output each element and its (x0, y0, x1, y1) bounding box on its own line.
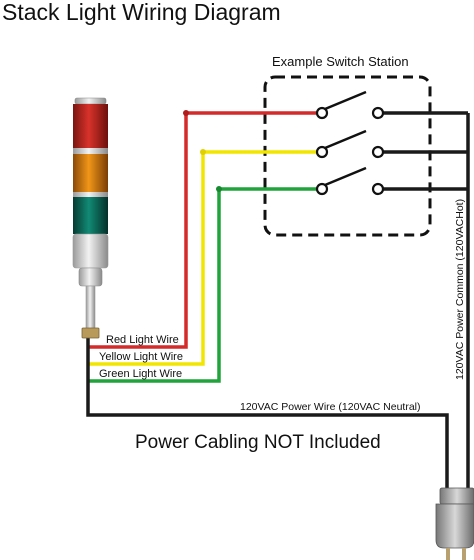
stack-light-cap (74, 97, 107, 105)
plug-collar (439, 487, 474, 505)
green-wire-label: Green Light Wire (99, 368, 182, 380)
red-lens (73, 104, 108, 148)
switch-2 (315, 129, 385, 159)
green-wire (88, 187, 318, 383)
stack-light-base (72, 233, 109, 269)
switch-station-box (263, 75, 432, 237)
yellow-wire-label: Yellow Light Wire (99, 351, 183, 363)
green-lens (73, 197, 108, 234)
red-wire-label: Red Light Wire (106, 334, 179, 346)
power-plug (435, 487, 474, 560)
power-cabling-note: Power Cabling NOT Included (135, 432, 381, 453)
red-wire (88, 111, 318, 349)
lens-divider (73, 148, 108, 154)
yellow-wire (88, 150, 318, 366)
switch-3 (315, 166, 385, 196)
yellow-wire-bend (200, 149, 206, 155)
stack-light (72, 97, 109, 339)
switch-station-label: Example Switch Station (272, 54, 409, 69)
green-wire-bend (216, 186, 222, 192)
plug-body (435, 503, 474, 549)
stack-light-pole (85, 285, 96, 332)
cable-gland (81, 327, 100, 339)
neutral-wire (86, 338, 470, 490)
page-title: Stack Light Wiring Diagram (2, 0, 281, 25)
amber-lens (73, 154, 108, 192)
hot-wire-label: 120VAC Power Common (120VACHot) (454, 199, 466, 380)
hot-wire (380, 111, 470, 415)
plug-prong (462, 548, 466, 560)
plug-prong (446, 548, 450, 560)
stack-light-mount (78, 267, 103, 287)
lens-divider (73, 192, 108, 197)
switch-1 (315, 90, 385, 120)
neutral-wire-label: 120VAC Power Wire (120VAC Neutral) (240, 401, 421, 413)
red-wire-bend (183, 110, 189, 116)
